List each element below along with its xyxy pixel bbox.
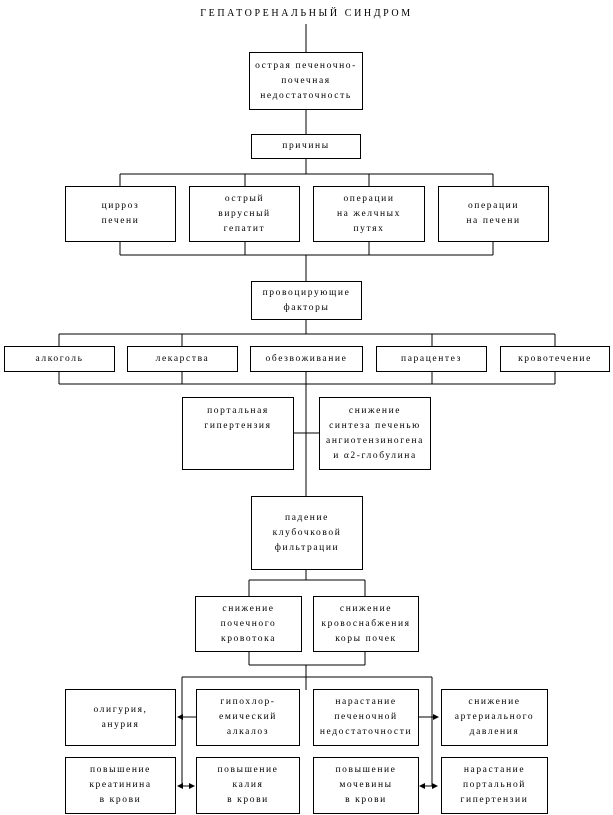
box-dehydration: обезвоживание xyxy=(250,346,363,372)
box-failure: острая печеночно- почечная недостаточнос… xyxy=(249,52,363,110)
box-potassium: повышение калия в крови xyxy=(196,757,300,814)
box-filtration-drop: падение клубочковой фильтрации xyxy=(251,496,363,570)
box-portal-growth: нарастание портальной гипертензии xyxy=(441,757,548,814)
box-drugs: лекарства xyxy=(127,346,238,372)
box-provoking-factors: провоцирующие факторы xyxy=(251,281,362,320)
box-alkalosis: гипохлор- емический алкалоз xyxy=(196,689,300,746)
box-blood-flow-decrease: снижение почечного кровотока xyxy=(195,596,302,652)
box-bleeding: кровотечение xyxy=(500,346,610,372)
box-bile-surgery: операции на желчных путях xyxy=(313,186,425,242)
box-creatinine: повышение креатинина в крови xyxy=(65,757,176,814)
box-synthesis-decrease: снижение синтеза печенью ангиотензиноген… xyxy=(319,397,431,470)
box-portal-hypertension: портальная гипертензия xyxy=(182,397,294,470)
box-causes: причины xyxy=(251,134,361,159)
box-alcohol: алкоголь xyxy=(4,346,115,372)
box-liver-surgery: операции на печени xyxy=(438,186,549,242)
box-cirrhosis: цирроз печени xyxy=(65,186,176,242)
box-hepatitis: острый вирусный гепатит xyxy=(189,186,300,242)
diagram-title: ГЕПАТОРЕНАЛЬНЫЙ СИНДРОМ xyxy=(200,8,413,19)
box-oliguria: олигурия, анурия xyxy=(65,689,176,746)
box-pressure-decrease: снижение артериального давления xyxy=(441,689,548,746)
box-urea: повышение мочевины в крови xyxy=(313,757,419,814)
box-liver-failure-growth: нарастание печеночной недостаточности xyxy=(313,689,419,746)
box-paracentesis: парацентез xyxy=(376,346,487,372)
box-cortex-supply-decrease: снижение кровоснабжения коры почек xyxy=(313,596,419,652)
